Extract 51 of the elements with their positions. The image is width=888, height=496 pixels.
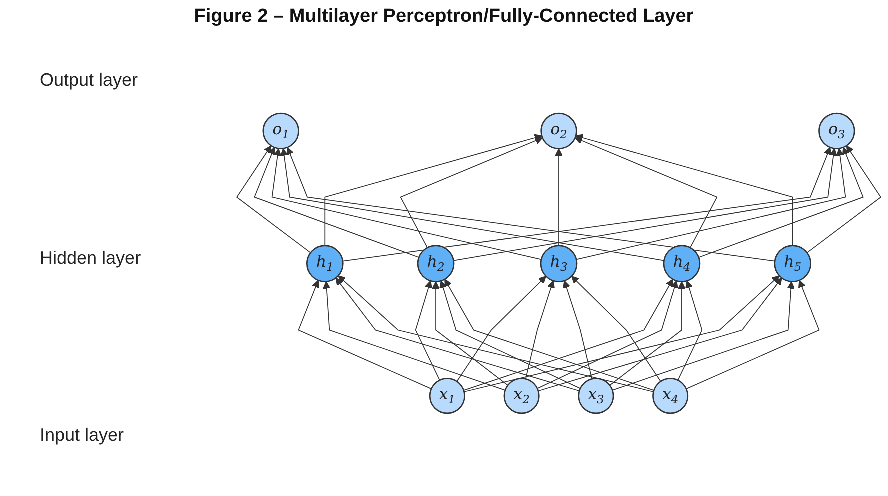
node-circle: x$_{3}$ (578, 378, 614, 414)
layer-label: Output layer (40, 70, 140, 91)
arrow (464, 275, 780, 392)
arrow (342, 146, 832, 262)
node-circle: h$_{1}$ (306, 244, 344, 282)
arrow (576, 148, 846, 260)
arrow (254, 146, 420, 258)
arrow (322, 280, 506, 390)
arrow (444, 278, 655, 390)
arrow (463, 278, 674, 390)
arrow (576, 134, 794, 246)
node-circle: h$_{3}$ (540, 244, 578, 282)
node-circle: x$_{2}$ (504, 378, 540, 414)
arrow (563, 280, 593, 380)
arrow (537, 280, 678, 389)
arrow (610, 280, 686, 386)
node-circle: x$_{4}$ (652, 378, 689, 414)
arrow (298, 280, 432, 389)
arrow (555, 148, 563, 246)
node-circle: o$_{2}$ (540, 112, 578, 150)
arrow (280, 148, 665, 261)
arrow (525, 280, 555, 380)
node-circle: h$_{5}$ (774, 244, 812, 282)
node-circle: h$_{4}$ (663, 244, 701, 282)
arrow (612, 280, 796, 390)
node-circle: h$_{2}$ (417, 244, 455, 282)
arrow (574, 136, 718, 248)
node-circle: o$_{1}$ (262, 112, 300, 150)
node-circle: x$_{1}$ (429, 378, 466, 414)
arrow (272, 148, 542, 260)
arrow (432, 280, 508, 386)
arrow (698, 146, 864, 258)
arrow (324, 134, 542, 246)
arrow (236, 145, 312, 253)
arrow (400, 136, 544, 248)
arrow (286, 146, 776, 262)
arrow (678, 280, 703, 380)
figure-title: Figure 2 – Multilayer Perceptron/Fully-Connected Layer (194, 6, 694, 28)
arrow (686, 280, 820, 389)
arrow (456, 276, 547, 382)
arrow (415, 280, 440, 380)
arrow (571, 276, 662, 382)
node-circle: o$_{3}$ (818, 112, 856, 150)
layer-label: Hidden layer (40, 248, 142, 268)
arrow (806, 145, 882, 253)
arrow (336, 277, 580, 392)
arrow (538, 277, 782, 392)
arrow (338, 275, 654, 392)
arrow (453, 148, 838, 261)
layer-label: Input layer (40, 425, 126, 446)
arrow (440, 280, 581, 389)
